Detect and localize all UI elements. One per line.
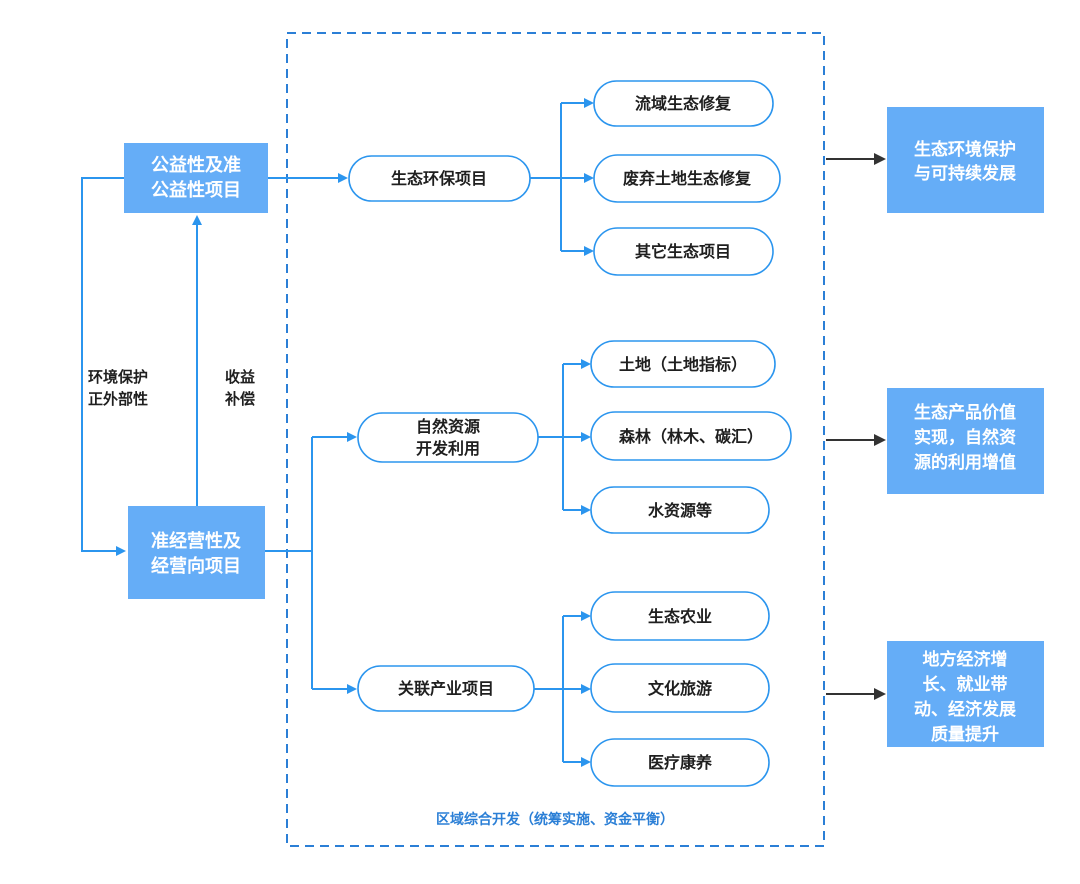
category-eco-protection: 生态环保项目 <box>348 155 531 202</box>
externality-line-1: 环境保护 <box>88 368 148 386</box>
eco-item-3-label: 其它生态项目 <box>635 242 731 261</box>
compensation-label: 收益 补偿 <box>224 368 255 408</box>
resource-item-3-label: 水资源等 <box>648 501 712 520</box>
outcome-economy-box: 地方经济增 长、就业带 动、经济发展 质量提升 <box>887 641 1044 747</box>
externality-label: 环境保护 正外部性 <box>88 368 148 408</box>
outcome-economy-line-1: 地方经济增 <box>923 649 1008 670</box>
industry-item-2-label: 文化旅游 <box>648 679 712 698</box>
related-industry-label: 关联产业项目 <box>398 679 494 698</box>
frame-label: 区域综合开发（统筹实施、资金平衡） <box>436 811 674 828</box>
industry-item-agriculture: 生态农业 <box>590 591 770 641</box>
resource-item-land: 土地（土地指标） <box>590 340 776 388</box>
outcome-eco-line-2: 与可持续发展 <box>914 163 1016 184</box>
natural-resources-line-2: 开发利用 <box>416 439 480 458</box>
externality-arrow <box>81 177 126 556</box>
outcome-eco-box: 生态环境保护 与可持续发展 <box>887 107 1044 213</box>
compensation-line-1: 收益 <box>225 368 255 386</box>
resource-item-water: 水资源等 <box>590 486 770 534</box>
resource-item-2-label: 森林（林木、碳汇） <box>619 427 763 446</box>
externality-line-2: 正外部性 <box>88 390 148 408</box>
outcome-value-line-1: 生态产品价值 <box>914 402 1016 423</box>
business-project-line-2: 经营向项目 <box>151 555 241 577</box>
outcome-economy-line-3: 动、经济发展 <box>914 699 1016 720</box>
outcome-eco-line-1: 生态环境保护 <box>914 139 1016 160</box>
outcome-economy-line-2: 长、就业带 <box>923 674 1008 695</box>
business-project-line-1: 准经营性及 <box>151 530 242 552</box>
outcome-value-line-3: 源的利用增值 <box>914 452 1016 473</box>
outcome-economy-line-4: 质量提升 <box>931 724 999 745</box>
category-natural-resources: 自然资源 开发利用 <box>357 412 539 463</box>
industry-item-tourism: 文化旅游 <box>590 663 770 713</box>
eco-protection-label: 生态环保项目 <box>391 169 487 188</box>
resource-item-1-label: 土地（土地指标） <box>619 355 747 374</box>
resource-item-forest: 森林（林木、碳汇） <box>590 411 792 461</box>
public-project-box: 公益性及准 公益性项目 <box>124 143 268 213</box>
eco-item-2-label: 废弃土地生态修复 <box>623 169 752 188</box>
eco-item-other: 其它生态项目 <box>593 227 774 276</box>
industry-item-health: 医疗康养 <box>590 738 770 787</box>
eco-item-wasteland: 废弃土地生态修复 <box>593 154 781 203</box>
industry-item-1-label: 生态农业 <box>648 607 712 626</box>
eco-item-watershed: 流域生态修复 <box>593 80 774 127</box>
eco-item-1-label: 流域生态修复 <box>635 94 732 113</box>
public-project-line-1: 公益性及准 <box>151 154 241 176</box>
category-related-industry: 关联产业项目 <box>357 665 535 712</box>
natural-resources-line-1: 自然资源 <box>416 417 480 436</box>
outcome-value-box: 生态产品价值 实现，自然资 源的利用增值 <box>887 388 1044 494</box>
compensation-line-2: 补偿 <box>224 390 255 408</box>
industry-item-3-label: 医疗康养 <box>648 753 713 772</box>
business-project-box: 准经营性及 经营向项目 <box>128 506 265 599</box>
outcome-value-line-2: 实现，自然资 <box>914 427 1016 448</box>
public-project-line-2: 公益性项目 <box>151 179 241 201</box>
